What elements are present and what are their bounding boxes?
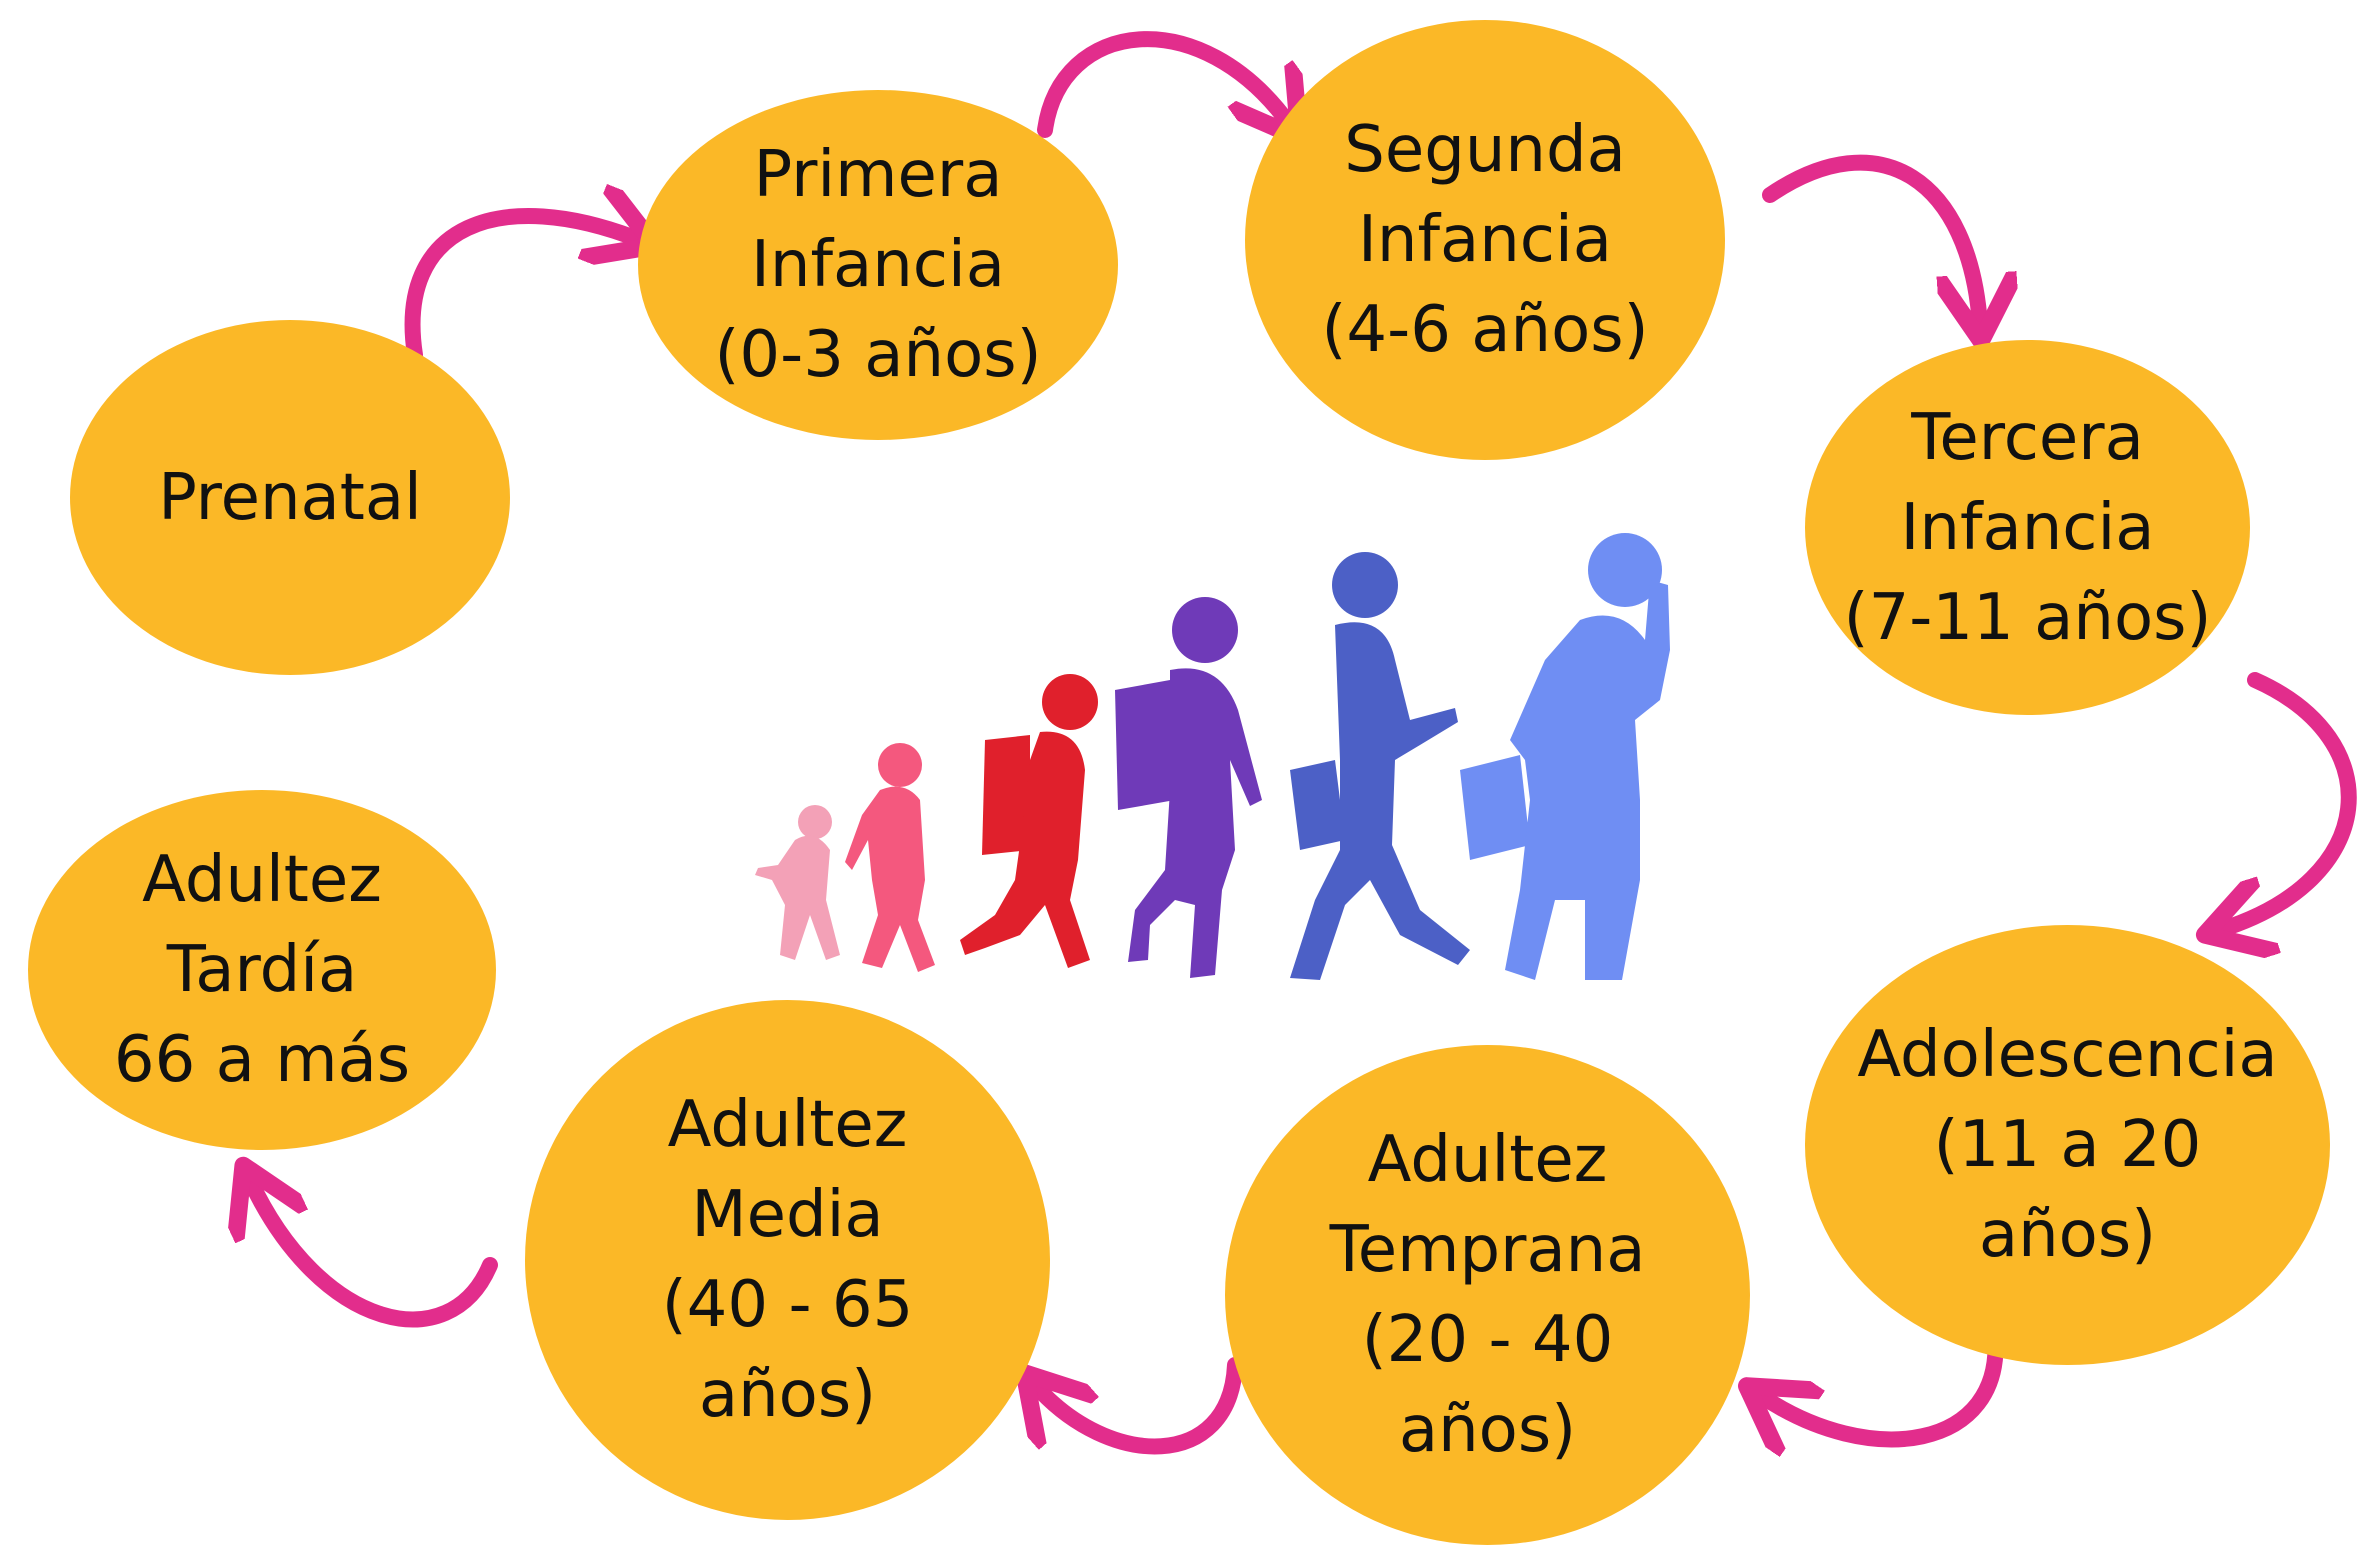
stage-adultez-tardia: Adultez Tardía 66 a más (28, 790, 496, 1150)
toddler-silhouette-icon (845, 743, 935, 972)
arrow-segunda-to-tercera (1762, 154, 1980, 325)
stage-primera-line-2: Infancia (751, 228, 1005, 302)
stage-adultez-temprana: Adultez Temprana (20 - 40 años) (1225, 1045, 1750, 1545)
teen-silhouette-icon (1290, 552, 1470, 980)
stage-segunda-line-1: Segunda (1344, 113, 1626, 187)
arrow-adolescencia-to-temprana (1760, 1327, 2004, 1439)
arrow-prenatal-to-primera (404, 216, 640, 363)
stage-temprana-line-1: Adultez (1367, 1123, 1608, 1197)
stage-tardia-line-1: Adultez (142, 843, 382, 917)
stage-media-line-4: años) (698, 1358, 877, 1432)
stage-adolescencia-line-2: (11 a 20 (1933, 1108, 2202, 1182)
stage-primera-infancia: Primera Infancia (0-3 años) (638, 90, 1118, 440)
stage-tardia-line-2: Tardía (166, 933, 358, 1007)
stage-adolescencia-line-1: Adolescencia (1857, 1018, 2278, 1092)
stage-prenatal: Prenatal (70, 320, 510, 675)
stage-tercera-line-1: Tercera (1911, 400, 2144, 475)
arrow-primera-to-segunda (1037, 31, 1290, 130)
stage-media-line-2: Media (691, 1178, 884, 1252)
arrow-media-to-tardia (250, 1180, 498, 1328)
arrow-tercera-to-adolescencia (2220, 672, 2357, 930)
stage-adolescencia-line-3: años) (1978, 1198, 2157, 1272)
stage-primera-line-1: Primera (753, 138, 1003, 212)
stage-segunda-line-3: (4-6 años) (1321, 293, 1649, 367)
stage-tercera-line-3: (7-11 años) (1843, 580, 2212, 655)
stage-tercera-infancia: Tercera Infancia (7-11 años) (1805, 340, 2250, 715)
adult-phone-silhouette-icon (1460, 533, 1670, 980)
boy-walking-silhouette-icon (1115, 597, 1262, 978)
stage-segunda-infancia: Segunda Infancia (4-6 años) (1245, 20, 1725, 460)
stage-temprana-line-3: (20 - 40 (1361, 1303, 1614, 1377)
baby-silhouette-icon (755, 805, 840, 960)
stage-temprana-line-4: años) (1398, 1393, 1577, 1467)
stage-temprana-line-2: Temprana (1329, 1213, 1646, 1287)
stage-media-line-1: Adultez (667, 1088, 908, 1162)
stage-tercera-line-2: Infancia (1900, 490, 2155, 565)
stage-tardia-line-3: 66 a más (113, 1023, 411, 1097)
child-backpack-silhouette-icon (960, 674, 1098, 968)
stage-media-line-3: (40 - 65 (661, 1268, 914, 1342)
stage-segunda-line-2: Infancia (1358, 203, 1612, 277)
stage-prenatal-line-1: Prenatal (158, 460, 422, 535)
arrow-temprana-to-media (1035, 1357, 1243, 1455)
stage-adolescencia: Adolescencia (11 a 20 años) (1805, 925, 2330, 1365)
stage-adultez-media: Adultez Media (40 - 65 años) (525, 1000, 1050, 1520)
stage-primera-line-3: (0-3 años) (714, 318, 1042, 392)
